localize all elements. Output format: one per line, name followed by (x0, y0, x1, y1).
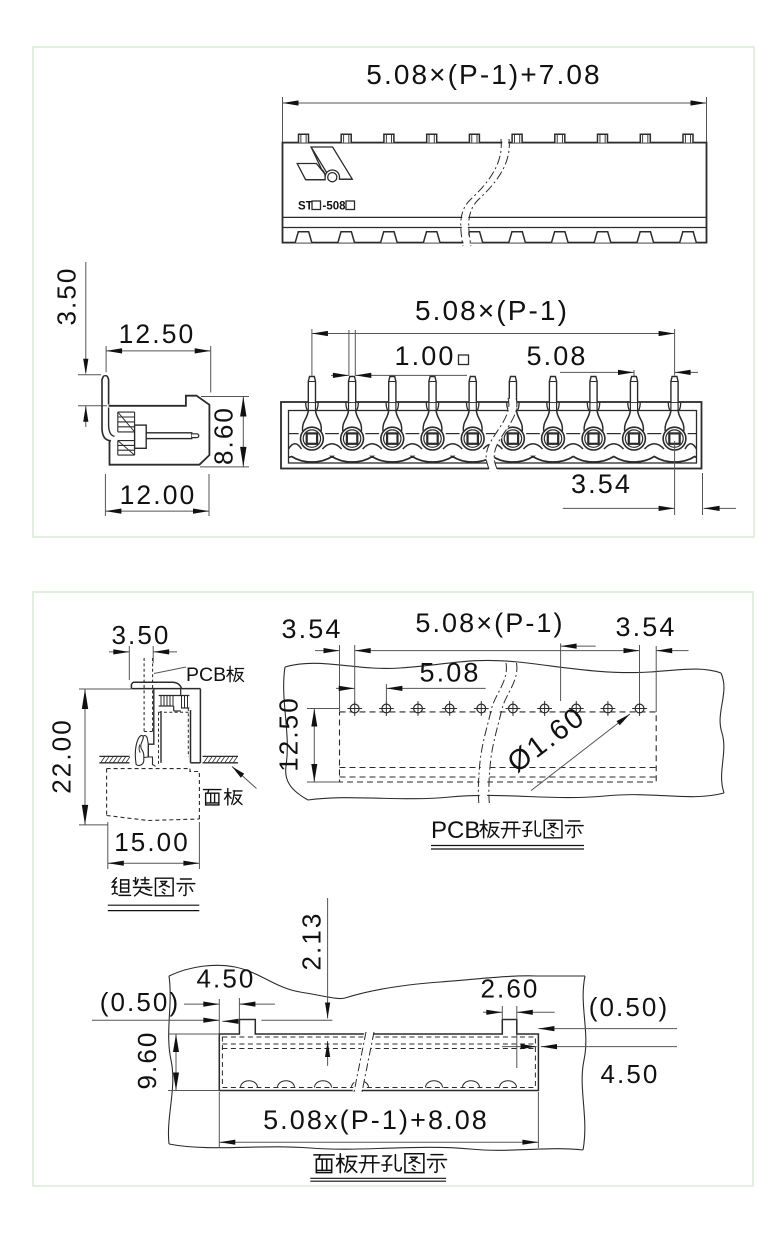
svg-text:-508: -508 (323, 201, 347, 213)
svg-text:5.08×(P-1): 5.08×(P-1) (415, 295, 569, 326)
svg-text:3.54: 3.54 (571, 469, 632, 499)
svg-text:22.00: 22.00 (47, 718, 77, 794)
svg-text:8.60: 8.60 (209, 406, 239, 465)
svg-text:PCB: PCB (186, 664, 226, 686)
svg-text:3.54: 3.54 (616, 612, 677, 642)
svg-text:4.50: 4.50 (196, 964, 255, 994)
svg-text:15.00: 15.00 (114, 827, 190, 857)
svg-text:(0.50): (0.50) (100, 987, 181, 1017)
svg-text:4.50: 4.50 (600, 1059, 659, 1089)
svg-text:3.50: 3.50 (111, 620, 170, 650)
svg-text:9.60: 9.60 (132, 1030, 162, 1089)
svg-text:5.08×(P-1): 5.08×(P-1) (415, 608, 564, 638)
svg-text:12.00: 12.00 (120, 480, 197, 510)
svg-text:2.13: 2.13 (297, 911, 327, 970)
svg-text:12.50: 12.50 (119, 319, 196, 349)
svg-text:3.54: 3.54 (282, 614, 343, 644)
svg-text:(0.50): (0.50) (589, 992, 670, 1022)
svg-text:12.50: 12.50 (274, 696, 304, 772)
svg-text:PCB: PCB (431, 817, 480, 844)
svg-text:5.08: 5.08 (527, 341, 588, 371)
svg-text:5.08: 5.08 (420, 658, 481, 688)
svg-text:2.60: 2.60 (480, 974, 539, 1004)
svg-text:1.00: 1.00 (395, 341, 456, 371)
svg-text:3.50: 3.50 (52, 266, 82, 325)
svg-text:5.08x(P-1)+8.08: 5.08x(P-1)+8.08 (263, 1105, 489, 1135)
svg-text:ST: ST (298, 201, 313, 213)
svg-text:5.08×(P-1)+7.08: 5.08×(P-1)+7.08 (366, 59, 601, 90)
